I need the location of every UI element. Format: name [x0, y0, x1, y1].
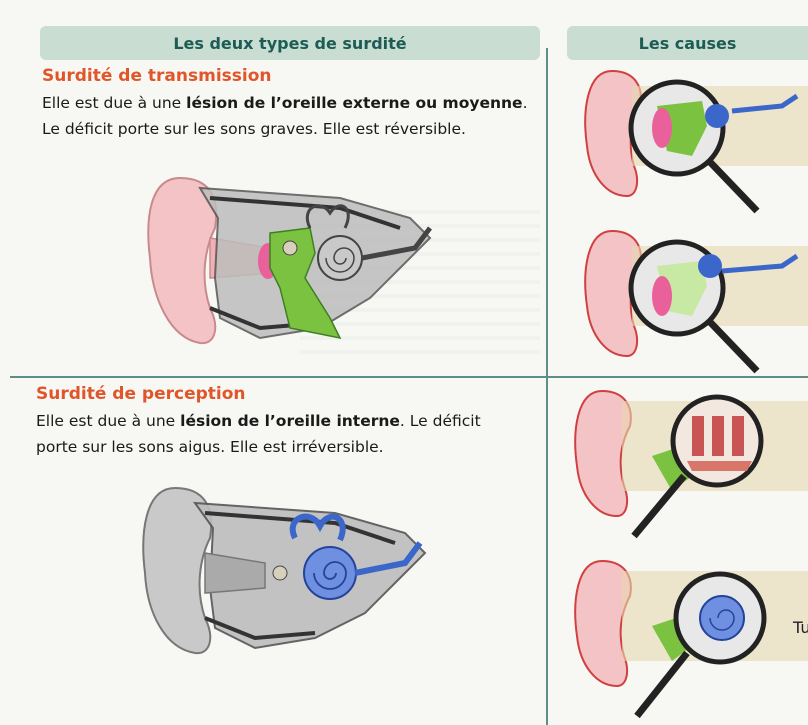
- transmission-line-2: Le déficit porte sur les sons graves. El…: [42, 116, 542, 142]
- cause-illustration-1: [582, 66, 808, 216]
- cause-illustration-2: [582, 226, 808, 376]
- ear-diagram-perception-icon: [135, 478, 435, 668]
- column-divider: [546, 48, 548, 725]
- transmission-title: Surdité de transmission: [42, 66, 272, 86]
- perception-line-1-bold: lésion de l’oreille interne: [180, 412, 400, 430]
- header-types-label: Les deux types de surdité: [173, 34, 406, 53]
- perception-line-1-post: . Le déficit: [400, 412, 481, 430]
- perception-line-2: porte sur les sons aigus. Elle est irrév…: [36, 434, 541, 460]
- perception-line-1-pre: Elle est due à une: [36, 412, 180, 430]
- transmission-text: Elle est due à une lésion de l’oreille e…: [42, 90, 542, 142]
- header-types: Les deux types de surdité: [40, 26, 540, 60]
- ear-diagram-transmission-icon: [140, 158, 440, 358]
- perception-title: Surdité de perception: [36, 384, 246, 404]
- header-causes-label: Les causes: [639, 34, 737, 53]
- cause-illustration-4: [572, 556, 808, 721]
- transmission-line-1-post: .: [523, 94, 528, 112]
- transmission-line-1-bold: lésion de l’oreille externe ou moyenne: [186, 94, 522, 112]
- perception-line-1: Elle est due à une lésion de l’oreille i…: [36, 408, 541, 434]
- cut-off-text-fragment: Tu: [793, 618, 808, 637]
- row-divider: [10, 376, 808, 378]
- transmission-line-1-pre: Elle est due à une: [42, 94, 186, 112]
- transmission-line-1: Elle est due à une lésion de l’oreille e…: [42, 90, 542, 116]
- cause-illustration-3: [572, 386, 808, 541]
- magnifier-handle: [710, 162, 757, 211]
- perception-text: Elle est due à une lésion de l’oreille i…: [36, 408, 541, 460]
- header-causes: Les causes: [567, 26, 808, 60]
